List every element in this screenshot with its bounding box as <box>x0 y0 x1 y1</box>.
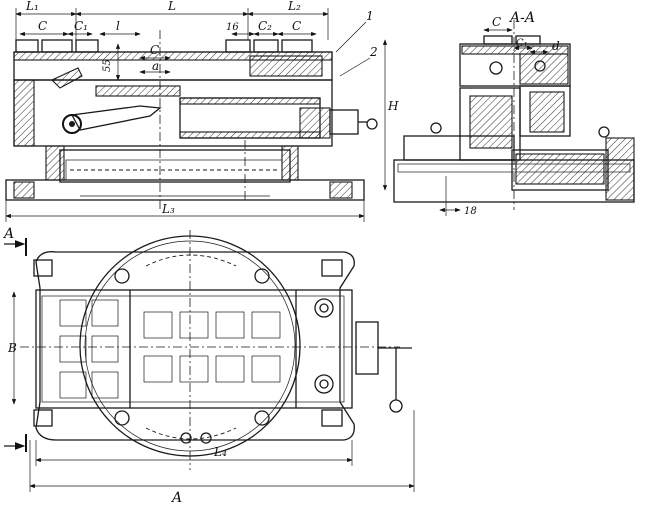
callout-2: 2 <box>369 45 378 59</box>
sec-dim-18: 18 <box>464 206 477 217</box>
dim-C-3: C <box>150 43 159 57</box>
sec-dim-C1: C₁ <box>516 38 528 49</box>
dim-C1: C₁ <box>74 19 88 33</box>
dim-16: 16 <box>226 22 239 33</box>
dim-a: a <box>152 59 159 73</box>
dim-A-bottom: A <box>170 490 182 506</box>
dim-L1: L₁ <box>25 0 39 13</box>
dim-C-1: C <box>38 19 47 33</box>
dim-B: B <box>7 341 17 355</box>
callout-1: 1 <box>366 9 374 23</box>
front-view: L₁ L L₂ C C₁ l 16 C₂ C C a 55 H L₃ 1 2 <box>5 0 399 222</box>
sec-dim-d: d <box>552 39 560 53</box>
dim-L2: L₂ <box>287 0 301 13</box>
dim-C2: C₂ <box>258 19 272 33</box>
dim-C-2: C <box>292 19 301 33</box>
dim-L4: L₄ <box>213 445 227 459</box>
section-mark-A-top: A <box>2 226 14 242</box>
plan-view: A B L₄ A <box>2 226 415 506</box>
dim-H: H <box>387 99 399 113</box>
section-title: A-A <box>508 10 535 26</box>
dim-l: l <box>116 19 120 33</box>
dim-L: L <box>167 0 176 13</box>
dim-L3: L₃ <box>161 202 175 216</box>
section-view: A-A C C₁ d 18 <box>393 10 635 217</box>
sec-dim-C: C <box>492 15 501 29</box>
dim-55: 55 <box>102 59 113 72</box>
